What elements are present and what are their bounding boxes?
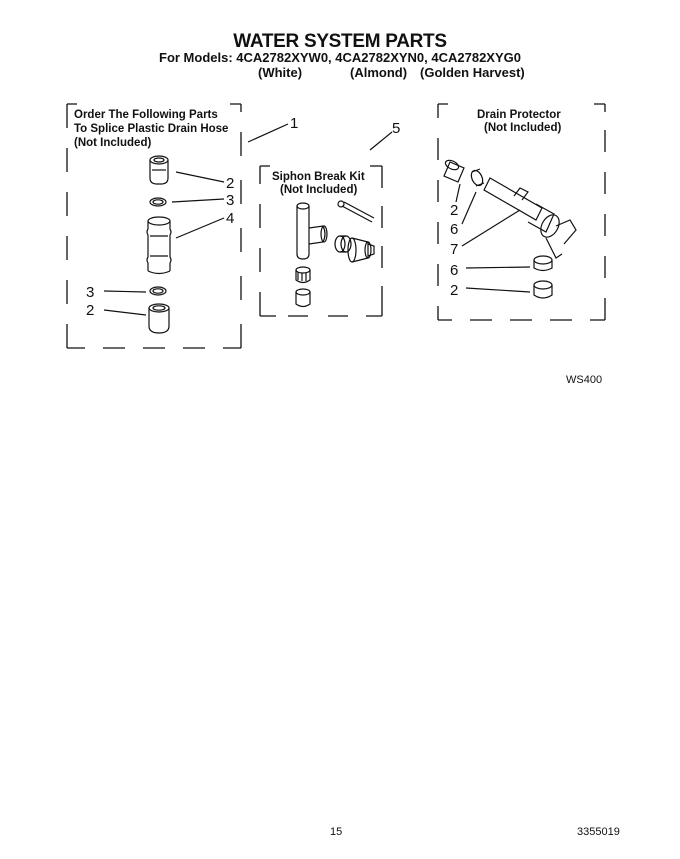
callout-2-drain-top: 2 bbox=[450, 202, 459, 219]
upper-clamp-part bbox=[149, 197, 167, 207]
splice-group-label-line3: (Not Included) bbox=[74, 137, 152, 149]
finish-white: (White) bbox=[258, 65, 303, 80]
leader-2-lower bbox=[103, 309, 147, 316]
callout-1: 1 bbox=[290, 115, 299, 132]
siphon-tee-part bbox=[296, 202, 328, 260]
drain-nut-top-part bbox=[470, 168, 485, 187]
leader-6-drain-top bbox=[461, 191, 477, 225]
model-list: For Models: 4CA2782XYW0, 4CA2782XYN0, 4C… bbox=[159, 50, 521, 65]
drain-connector-bottom-part bbox=[533, 280, 553, 299]
splice-group-box bbox=[66, 103, 242, 349]
drain-group-label-line2: (Not Included) bbox=[484, 122, 562, 134]
siphon-group-box bbox=[259, 165, 383, 317]
siphon-group-label-line1: Siphon Break Kit bbox=[272, 171, 365, 183]
callout-7: 7 bbox=[450, 241, 459, 258]
leader-2-drain-top bbox=[455, 183, 461, 203]
callout-6-drain-bottom: 6 bbox=[450, 262, 459, 279]
drain-group-box bbox=[437, 103, 606, 321]
callout-5: 5 bbox=[392, 120, 401, 137]
drain-group-label-line1: Drain Protector bbox=[477, 109, 561, 121]
leader-2-upper bbox=[175, 171, 225, 183]
siphon-lower-connector-part bbox=[295, 288, 311, 308]
callout-2-lower-connector: 2 bbox=[86, 302, 95, 319]
leader-1 bbox=[247, 123, 289, 143]
finish-golden-harvest: (Golden Harvest) bbox=[420, 65, 525, 80]
leader-7 bbox=[461, 209, 521, 247]
diagram-code: WS400 bbox=[566, 374, 603, 386]
leader-3-lower bbox=[103, 290, 147, 293]
siphon-nut-part bbox=[334, 235, 352, 253]
callout-3-lower-clamp: 3 bbox=[86, 284, 95, 301]
leader-5 bbox=[369, 131, 393, 151]
lower-clamp-part bbox=[149, 286, 167, 296]
leader-2-drain-bottom bbox=[465, 287, 531, 293]
splice-group-label-line1: Order The Following Parts bbox=[74, 109, 218, 121]
document-number: 3355019 bbox=[577, 826, 620, 838]
drain-connector-top-part bbox=[443, 159, 465, 183]
leader-6-drain-bottom bbox=[465, 266, 531, 269]
splice-group-label-line2: To Splice Plastic Drain Hose bbox=[74, 123, 229, 135]
siphon-group-label-line2: (Not Included) bbox=[280, 184, 358, 196]
lower-connector-part bbox=[148, 303, 170, 334]
finish-almond: (Almond) bbox=[350, 65, 408, 80]
page-title: WATER SYSTEM PARTS bbox=[233, 31, 447, 52]
callout-2-upper-connector: 2 bbox=[226, 175, 235, 192]
callout-3-upper-clamp: 3 bbox=[226, 192, 235, 209]
coupling-part bbox=[146, 216, 172, 275]
upper-connector-part bbox=[149, 155, 169, 185]
siphon-lower-nut-part bbox=[295, 266, 311, 284]
callout-4-coupling: 4 bbox=[226, 210, 235, 227]
siphon-pin-part bbox=[337, 200, 375, 223]
callout-6-drain-top: 6 bbox=[450, 221, 459, 238]
drain-nut-bottom-part bbox=[533, 255, 553, 272]
drain-body-part bbox=[483, 177, 577, 259]
leader-3-upper bbox=[171, 198, 225, 203]
callout-2-drain-bottom: 2 bbox=[450, 282, 459, 299]
siphon-connector-part bbox=[347, 237, 375, 263]
page-number: 15 bbox=[330, 826, 343, 838]
leader-4 bbox=[175, 217, 225, 239]
